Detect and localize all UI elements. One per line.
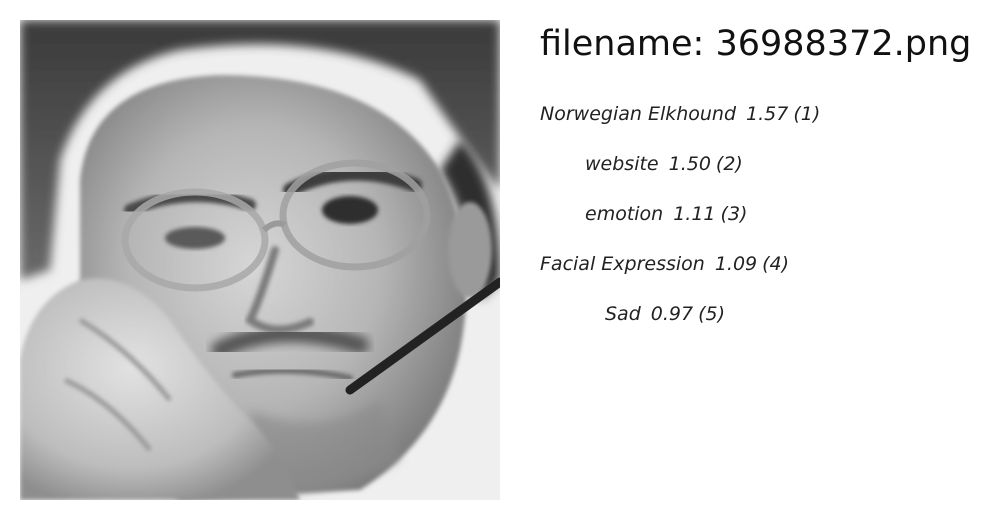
label-score: 1.57	[746, 103, 789, 125]
label-name: emotion	[585, 203, 664, 225]
label-row: Norwegian Elkhound 1.57(1)	[540, 103, 820, 125]
label-rank: (1)	[793, 103, 821, 125]
filename-title: filename: 36988372.png	[540, 24, 972, 64]
label-row: emotion 1.11(3)	[585, 203, 747, 225]
label-score: 1.09	[714, 253, 758, 275]
label-row: website 1.50(2)	[585, 153, 743, 175]
label-name: Sad	[605, 303, 641, 325]
label-name: Norwegian Elkhound	[540, 103, 737, 125]
label-score: 0.97	[650, 303, 694, 325]
label-rank: (2)	[715, 153, 743, 175]
label-rank: (5)	[698, 303, 725, 325]
label-name: Facial Expression	[540, 253, 705, 275]
label-list: Norwegian Elkhound 1.57(1) website 1.50(2)…	[540, 100, 980, 340]
face-photo	[20, 20, 500, 500]
label-row: Facial Expression 1.09(4)	[540, 253, 789, 275]
label-score: 1.50	[668, 153, 711, 175]
label-rank: (4)	[762, 253, 790, 275]
face-photo-illustration	[20, 20, 500, 500]
label-row: Sad 0.97(5)	[605, 303, 725, 325]
label-rank: (3)	[720, 203, 748, 225]
label-score: 1.11	[673, 203, 716, 225]
label-name: website	[585, 153, 659, 175]
